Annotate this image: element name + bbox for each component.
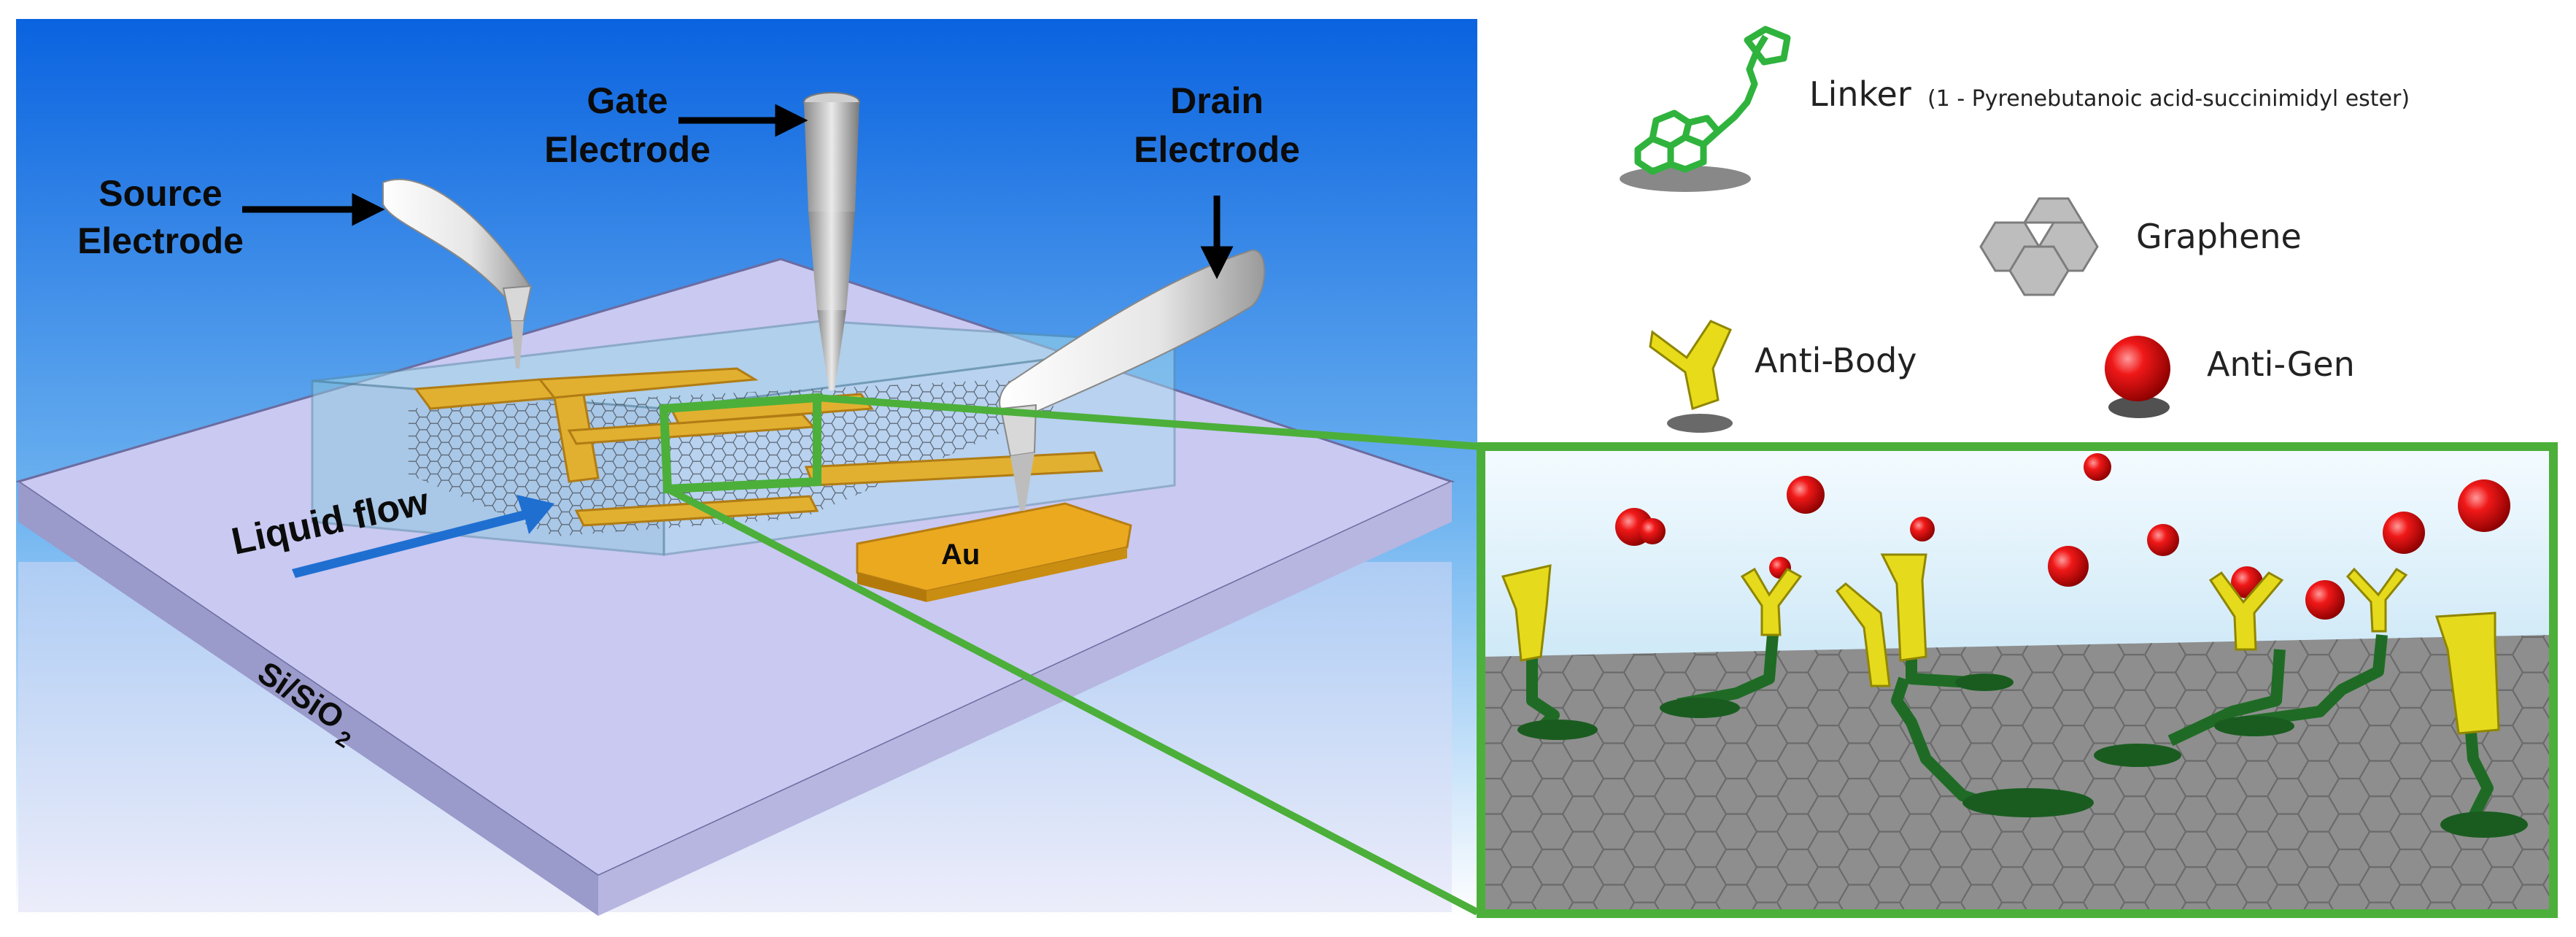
gold-traces (414, 367, 1104, 527)
graphene-legend-label: Graphene (2136, 217, 2302, 256)
device-panel: Source Electrode Gate Electrode Drain El… (15, 19, 1477, 917)
antigen-ball (2305, 580, 2345, 620)
antibody (1501, 564, 1552, 662)
label-arrows (242, 104, 1234, 279)
antibody (1880, 553, 1927, 662)
antigen-ball (1910, 517, 1935, 541)
drain-label-line1: Drain (1170, 80, 1264, 121)
antigen-legend-icon (2105, 336, 2170, 418)
antibody (2434, 612, 2500, 735)
antigen-ball (2084, 453, 2111, 481)
antigen-balls (1615, 453, 2510, 620)
drain-electrode-probe (999, 249, 1266, 511)
linker (1906, 657, 1970, 688)
gate-label-line1: Gate (587, 80, 668, 121)
antigen-ball (1787, 476, 1825, 514)
source-label-line1: Source (98, 173, 223, 214)
gold-pad-label: Au (941, 539, 980, 571)
antigen-ball (2383, 512, 2425, 554)
gate-label-line2: Electrode (544, 129, 711, 170)
graphene-legend-icon (1979, 197, 2099, 296)
linker-legend-detail: (1 - Pyrenebutanoic acid-succinimidyl es… (1927, 86, 2410, 112)
antigen-ball (2458, 479, 2510, 532)
liquid-flow-arrow (292, 495, 554, 578)
antigen-ball (2147, 524, 2179, 556)
linker (2238, 634, 2388, 728)
source-label-line2: Electrode (77, 220, 244, 261)
linker-anchor (1962, 788, 2094, 817)
antibody (1740, 567, 1803, 636)
antibody (2345, 567, 2408, 633)
linker-anchors (1517, 674, 2528, 838)
linker (1891, 676, 1987, 809)
linker-anchor (2440, 811, 2528, 838)
antibodies (1501, 553, 2500, 735)
drain-label-line2: Electrode (1134, 129, 1300, 170)
linker (2167, 649, 2286, 747)
antibody-legend-label: Anti-Body (1755, 341, 1917, 380)
legend: Linker (1 - Pyrenebutanoic acid-succinim… (1620, 26, 2410, 433)
linker-anchor (1517, 720, 1598, 740)
linker-anchor (2094, 744, 2181, 767)
antigen-legend-label: Anti-Gen (2207, 344, 2355, 384)
linker-anchor (1955, 674, 2014, 691)
zoom-frame (1477, 442, 2558, 918)
source-electrode-probe (382, 179, 533, 369)
zoom-panel (1477, 442, 2558, 918)
linker-legend-name: Linker (1809, 74, 1911, 114)
zoom-source-box (659, 393, 821, 494)
antibody (1835, 582, 1891, 687)
antibody-legend-icon (1649, 320, 1733, 433)
antigen-ball (1639, 518, 1666, 544)
gate-electrode-probe (803, 92, 860, 390)
zoom-connectors (665, 394, 1482, 916)
linker-legend-icon (1620, 26, 1791, 192)
antibody (2208, 571, 2284, 651)
linker-anchor (1660, 698, 1740, 718)
graphene-lattice (1481, 635, 2553, 914)
linker-anchor (2214, 716, 2294, 736)
antigen-ball (2048, 546, 2089, 587)
linker (2464, 714, 2494, 820)
